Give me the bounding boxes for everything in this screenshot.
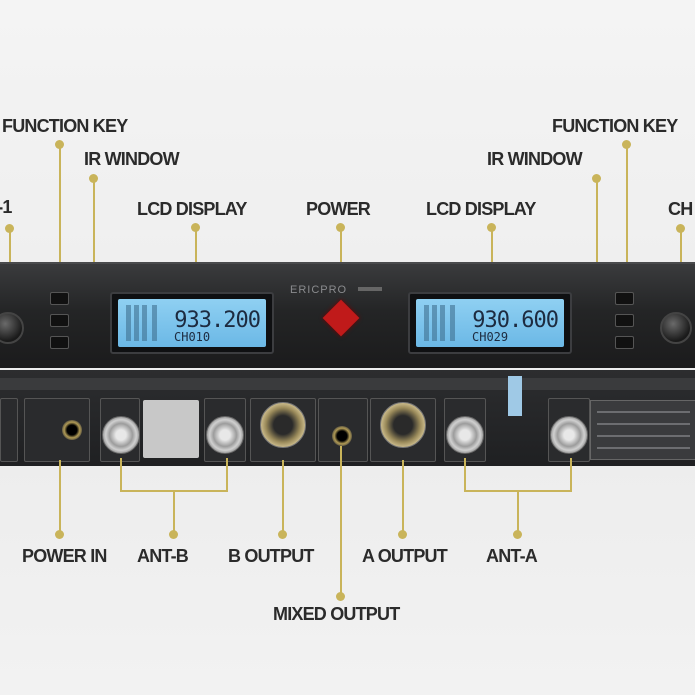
rf-meter-left-2 <box>134 305 139 341</box>
rear-top-strip <box>0 378 695 390</box>
callout-dot-mixed-output <box>336 592 345 601</box>
callout-line-ir-window-right <box>596 178 598 308</box>
callout-line-ant-b-right <box>226 458 228 492</box>
lcd-screen-right: 930.600 CH029 <box>416 299 564 347</box>
label-power-in: POWER IN <box>22 546 107 566</box>
callout-line-ir-window-left <box>93 178 95 308</box>
spec-plate-line <box>597 435 690 437</box>
function-key-left-2[interactable] <box>50 314 69 327</box>
rear-left-plate <box>0 398 18 462</box>
b-output-xlr[interactable] <box>260 402 306 448</box>
lcd-display-right: 930.600 CH029 <box>408 292 572 354</box>
callout-dot-b-output <box>278 530 287 539</box>
ant-b-connector-1[interactable] <box>102 416 140 454</box>
label-channel-left: E-1 <box>0 197 12 217</box>
rf-meter-right-2 <box>432 305 437 341</box>
function-key-left-1[interactable] <box>50 292 69 305</box>
callout-line-ant-b-left <box>120 458 122 492</box>
spec-plate-line <box>597 423 690 425</box>
label-function-key-right: FUNCTION KEY <box>552 116 678 136</box>
serial-sticker <box>508 376 522 416</box>
callout-line-ant-a-left <box>464 458 466 492</box>
function-key-right-3[interactable] <box>615 336 634 349</box>
channel-knob-right[interactable] <box>660 312 692 344</box>
rf-meter-right-4 <box>450 305 455 341</box>
brand-logo: ERICPRO <box>290 284 348 296</box>
label-channel-right: CH <box>668 199 693 219</box>
label-ant-a: ANT-A <box>486 546 538 566</box>
lcd-display-left: 933.200 CH010 <box>110 292 274 354</box>
label-power: POWER <box>306 199 371 219</box>
lcd-screen-left: 933.200 CH010 <box>118 299 266 347</box>
label-function-key-left: FUNCTION KEY <box>2 116 128 136</box>
callout-line-ant-b-stem <box>173 490 175 532</box>
power-in-jack[interactable] <box>62 420 82 440</box>
label-ir-window-left: IR WINDOW <box>84 149 180 169</box>
function-key-right-2[interactable] <box>615 314 634 327</box>
callout-line-a-output <box>402 460 404 532</box>
label-ant-b: ANT-B <box>137 546 189 566</box>
lcd-frequency-left: 933.200 <box>174 308 261 333</box>
ant-a-connector-1[interactable] <box>446 416 484 454</box>
callout-line-power <box>340 227 342 282</box>
function-key-left-3[interactable] <box>50 336 69 349</box>
warning-label <box>143 400 199 458</box>
label-a-output: A OUTPUT <box>362 546 448 566</box>
mixed-output-jack[interactable] <box>332 426 352 446</box>
callout-line-channel-left <box>9 228 11 264</box>
lcd-channel-right: CH029 <box>472 330 509 344</box>
a-output-xlr[interactable] <box>380 402 426 448</box>
rf-meter-right-3 <box>440 305 445 341</box>
callout-line-function-key-right <box>626 144 628 294</box>
label-lcd-display-right: LCD DISPLAY <box>426 199 536 219</box>
rf-meter-left-1 <box>126 305 131 341</box>
ant-a-connector-2[interactable] <box>550 416 588 454</box>
callout-line-power-in <box>59 460 61 532</box>
callout-line-mixed-output <box>340 446 342 594</box>
model-plate <box>358 287 382 291</box>
spec-plate-line <box>597 447 690 449</box>
spec-plate <box>590 400 695 460</box>
label-ir-window-right: IR WINDOW <box>487 149 583 169</box>
label-mixed-output: MIXED OUTPUT <box>273 604 400 624</box>
callout-dot-a-output <box>398 530 407 539</box>
function-key-right-1[interactable] <box>615 292 634 305</box>
callout-line-ant-a-stem <box>517 490 519 532</box>
lcd-frequency-right: 930.600 <box>472 308 559 333</box>
callout-dot-ant-a <box>513 530 522 539</box>
callout-line-b-output <box>282 460 284 532</box>
callout-line-function-key-left <box>59 144 61 294</box>
label-lcd-display-left: LCD DISPLAY <box>137 199 247 219</box>
label-b-output: B OUTPUT <box>228 546 314 566</box>
callout-dot-power-in <box>55 530 64 539</box>
ant-b-connector-2[interactable] <box>206 416 244 454</box>
callout-line-ant-a-right <box>570 458 572 492</box>
rf-meter-left-3 <box>142 305 147 341</box>
callout-dot-ant-b <box>169 530 178 539</box>
spec-plate-line <box>597 411 690 413</box>
rf-meter-left-4 <box>152 305 157 341</box>
lcd-channel-left: CH010 <box>174 330 211 344</box>
callout-line-channel-right <box>680 228 682 288</box>
rf-meter-right-1 <box>424 305 429 341</box>
